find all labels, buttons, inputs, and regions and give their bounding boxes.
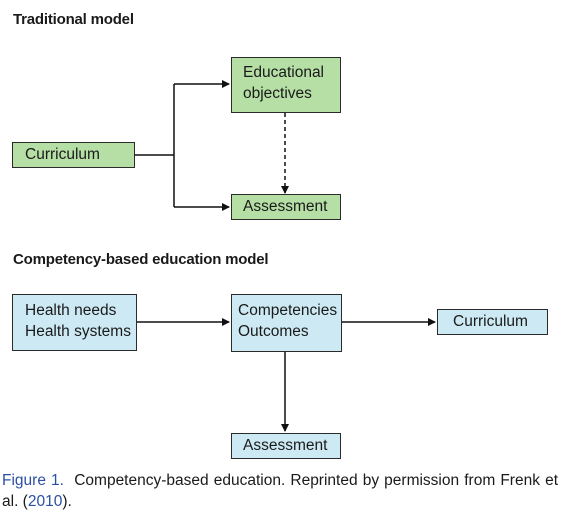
caption-end: ).: [62, 493, 72, 510]
objectives-line-1: Educational: [243, 64, 325, 81]
assessment-box-traditional: Assessment: [231, 194, 341, 220]
curriculum-box: Curriculum: [12, 142, 135, 168]
figure-label: Figure 1.: [2, 472, 64, 489]
curriculum-label: Curriculum: [25, 146, 100, 163]
figure-caption: Figure 1. Competency-based education. Re…: [2, 470, 558, 512]
outcomes-line: Outcomes: [238, 323, 309, 340]
competency-model-title: Competency-based education model: [13, 251, 269, 268]
educational-objectives-box: Educational objectives: [231, 57, 341, 113]
objectives-line-2: objectives: [243, 85, 312, 102]
curriculum-label-competency: Curriculum: [453, 313, 528, 330]
citation-year-link[interactable]: 2010: [27, 493, 63, 510]
health-needs-line: Health needs: [25, 302, 117, 319]
competencies-line: Competencies: [238, 302, 338, 319]
curriculum-box-competency: Curriculum: [437, 309, 548, 335]
caption-text: Competency-based education. Reprinted by…: [2, 472, 558, 510]
health-needs-box: Health needs Health systems: [12, 294, 137, 351]
assessment-label-traditional: Assessment: [243, 198, 328, 215]
assessment-box-competency: Assessment: [231, 433, 341, 459]
traditional-model-title: Traditional model: [13, 11, 134, 28]
assessment-label-competency: Assessment: [243, 437, 328, 454]
health-systems-line: Health systems: [25, 323, 131, 340]
competencies-box: Competencies Outcomes: [231, 294, 342, 352]
